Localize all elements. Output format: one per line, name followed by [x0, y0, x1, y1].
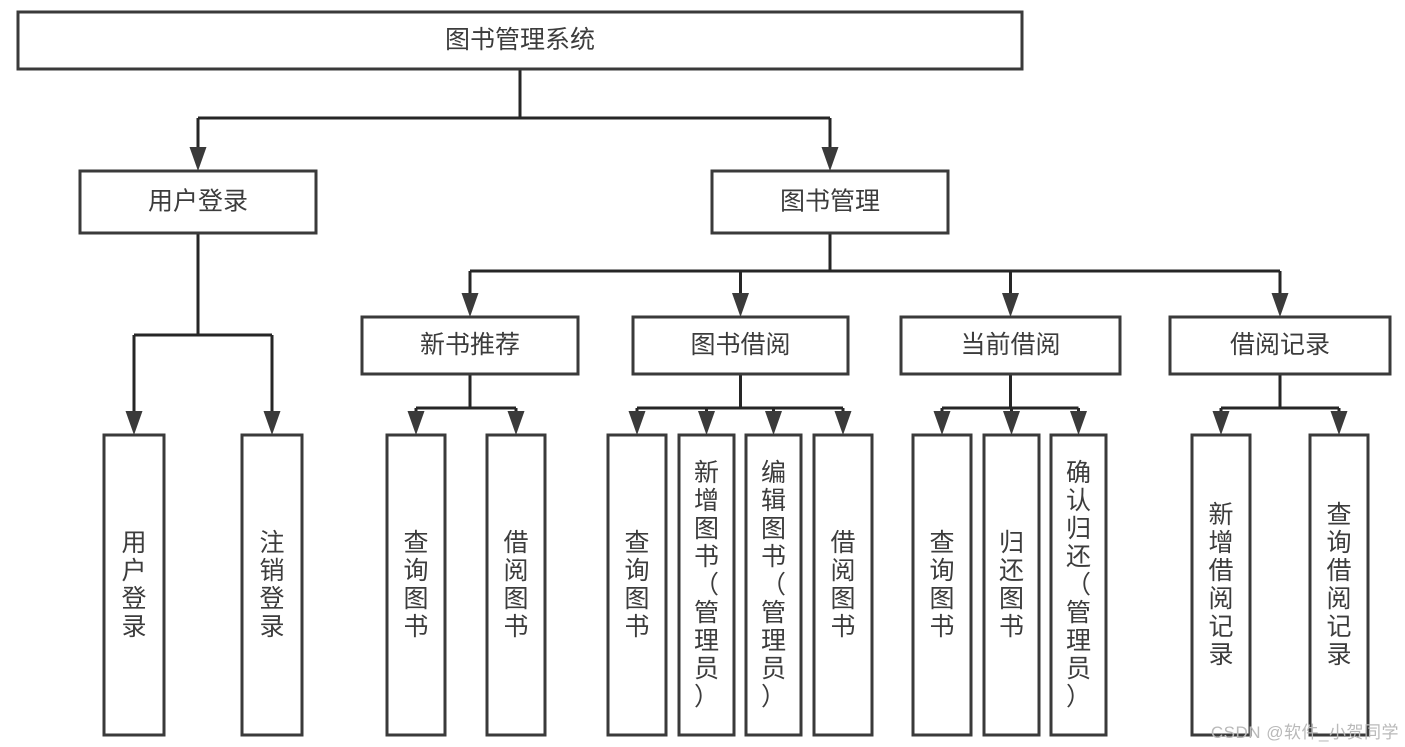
node-box-leaf-user-login — [102, 433, 166, 737]
node-borrow-record[interactable]: 借阅记录 — [1168, 315, 1392, 376]
node-label-leaf-borrow-book-2: 借阅图书 — [830, 529, 855, 641]
node-leaf-return-book[interactable]: 归还图书 — [982, 433, 1041, 737]
node-box-leaf-return-book — [982, 433, 1041, 737]
node-label-user-login: 用户登录 — [148, 188, 248, 216]
node-label-leaf-edit-book: 编辑图书（管理员） — [761, 459, 786, 711]
node-box-leaf-add-book — [677, 433, 736, 737]
node-leaf-query-record[interactable]: 查询借阅记录 — [1308, 433, 1370, 737]
node-leaf-query-book-1[interactable]: 查询图书 — [385, 433, 447, 737]
node-box-leaf-borrow-book-1 — [485, 433, 547, 737]
node-current-borrow[interactable]: 当前借阅 — [899, 315, 1122, 376]
node-box-borrow-record — [1168, 315, 1392, 376]
node-box-leaf-edit-book — [744, 433, 803, 737]
node-label-leaf-add-record: 新增借阅记录 — [1208, 501, 1233, 669]
connector-group-book-manage — [461, 233, 1289, 317]
node-leaf-add-book[interactable]: 新增图书（管理员） — [677, 433, 736, 737]
node-box-new-book-recommend — [360, 315, 580, 376]
watermark: CSDN @软件_小贺同学 — [1210, 723, 1399, 742]
node-leaf-borrow-book-2[interactable]: 借阅图书 — [812, 433, 874, 737]
node-box-leaf-query-record — [1308, 433, 1370, 737]
node-leaf-logout[interactable]: 注销登录 — [240, 433, 304, 737]
node-book-manage[interactable]: 图书管理 — [710, 169, 950, 235]
node-leaf-query-book-3[interactable]: 查询图书 — [911, 433, 973, 737]
node-box-leaf-query-book-1 — [385, 433, 447, 737]
node-box-leaf-borrow-book-2 — [812, 433, 874, 737]
node-box-book-borrow — [631, 315, 850, 376]
node-label-new-book-recommend: 新书推荐 — [420, 331, 520, 359]
connector-group-borrow-record — [1212, 374, 1348, 435]
connector-group-user-login — [125, 233, 281, 435]
node-box-leaf-query-book-2 — [606, 433, 668, 737]
node-label-current-borrow: 当前借阅 — [960, 331, 1060, 359]
connector-group-book-borrow — [628, 374, 852, 435]
node-leaf-query-book-2[interactable]: 查询图书 — [606, 433, 668, 737]
node-label-leaf-query-book-1: 查询图书 — [403, 529, 428, 641]
node-label-leaf-add-book: 新增图书（管理员） — [694, 459, 719, 711]
connector-group-new-book-recommend — [407, 374, 525, 435]
node-label-book-borrow: 图书借阅 — [690, 331, 790, 359]
node-label-leaf-query-book-3: 查询图书 — [929, 529, 954, 641]
node-label-leaf-return-book: 归还图书 — [999, 529, 1024, 641]
node-label-root: 图书管理系统 — [445, 26, 595, 54]
node-root[interactable]: 图书管理系统 — [16, 10, 1024, 71]
node-box-book-manage — [710, 169, 950, 235]
node-leaf-add-record[interactable]: 新增借阅记录 — [1190, 433, 1252, 737]
node-label-leaf-confirm-return: 确认归还（管理员） — [1066, 459, 1091, 711]
connector-layer — [125, 69, 1348, 435]
node-new-book-recommend[interactable]: 新书推荐 — [360, 315, 580, 376]
node-leaf-edit-book[interactable]: 编辑图书（管理员） — [744, 433, 803, 737]
node-box-leaf-query-book-3 — [911, 433, 973, 737]
node-leaf-borrow-book-1[interactable]: 借阅图书 — [485, 433, 547, 737]
node-label-leaf-user-login: 用户登录 — [121, 529, 146, 641]
node-label-leaf-borrow-book-1: 借阅图书 — [503, 529, 528, 641]
node-leaf-confirm-return[interactable]: 确认归还（管理员） — [1049, 433, 1108, 737]
connector-group-current-borrow — [933, 374, 1087, 435]
node-box-user-login — [78, 169, 318, 235]
node-label-leaf-query-record: 查询借阅记录 — [1326, 501, 1351, 669]
node-box-root — [16, 10, 1024, 71]
node-label-book-manage: 图书管理 — [780, 188, 880, 216]
node-box-leaf-logout — [240, 433, 304, 737]
node-box-current-borrow — [899, 315, 1122, 376]
node-box-leaf-add-record — [1190, 433, 1252, 737]
connector-group-root — [189, 69, 839, 171]
node-label-borrow-record: 借阅记录 — [1230, 331, 1330, 359]
node-book-borrow[interactable]: 图书借阅 — [631, 315, 850, 376]
node-label-leaf-query-book-2: 查询图书 — [624, 529, 649, 641]
node-layer: 图书管理系统用户登录图书管理新书推荐图书借阅当前借阅借阅记录用户登录注销登录查询… — [16, 10, 1392, 737]
node-box-leaf-confirm-return — [1049, 433, 1108, 737]
node-label-leaf-logout: 注销登录 — [259, 529, 284, 641]
node-leaf-user-login[interactable]: 用户登录 — [102, 433, 166, 737]
node-user-login[interactable]: 用户登录 — [78, 169, 318, 235]
